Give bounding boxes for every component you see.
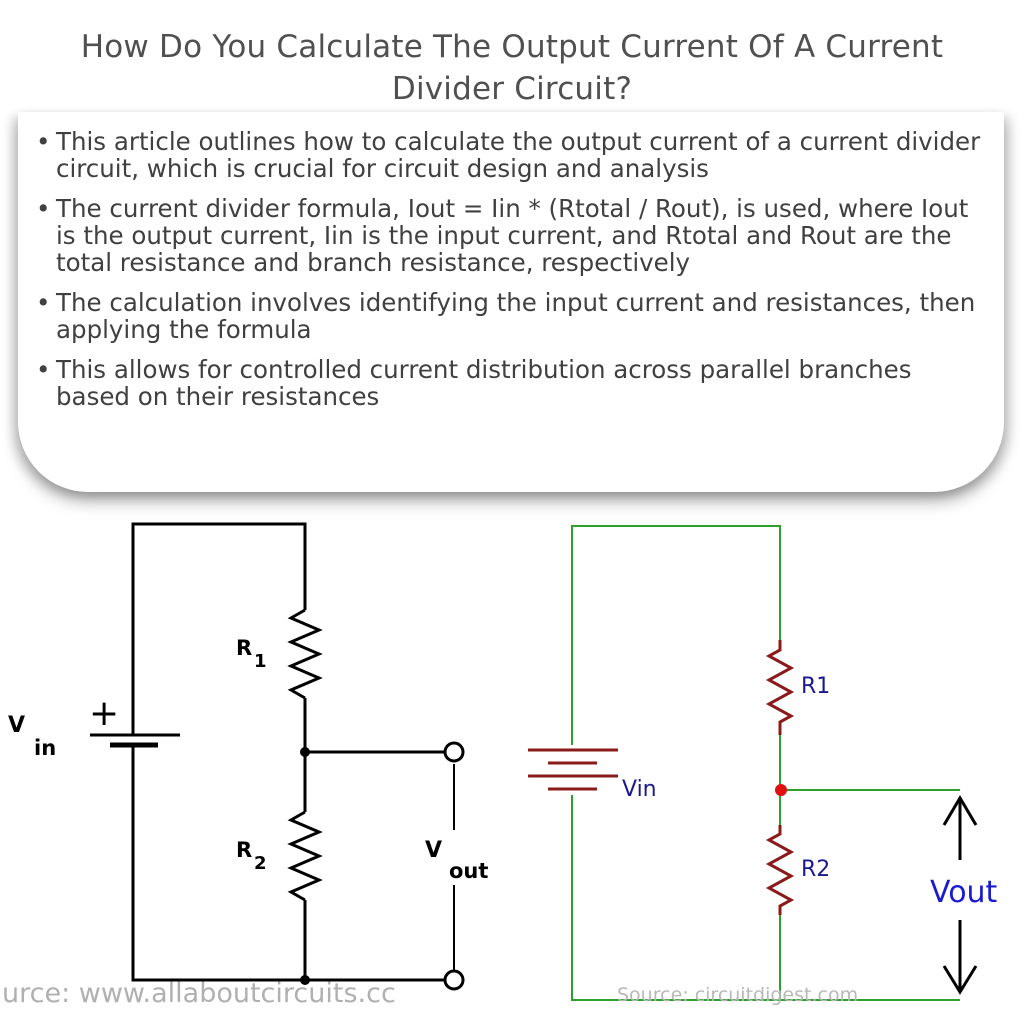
left-vout-label: V <box>425 838 442 863</box>
left-vout-subscript: out <box>449 859 488 883</box>
left-terminal-top <box>443 741 465 763</box>
left-r1-subscript: 1 <box>254 651 267 672</box>
right-vout-label: Vout <box>930 875 998 910</box>
title-line-1: How Do You Calculate The Output Current … <box>80 29 944 65</box>
bullet-marker: • <box>36 127 51 156</box>
left-vin-subscript: in <box>34 736 56 760</box>
vout-arrow-down-head <box>942 965 978 995</box>
right-node-dot <box>775 784 787 796</box>
bullet-marker: • <box>36 355 51 384</box>
bullet-item: •This article outlines how to calculate … <box>34 128 984 182</box>
title-line-2: Divider Circuit? <box>391 71 633 107</box>
right-resistor-r2 <box>765 825 795 915</box>
left-wire-top <box>131 522 307 735</box>
summary-card <box>18 112 1004 492</box>
right-r1-label: R1 <box>801 674 830 699</box>
right-circuit <box>528 525 978 1001</box>
bullet-list: •This article outlines how to calculate … <box>34 128 984 423</box>
bullet-marker: • <box>36 194 51 223</box>
left-plus-sign: + <box>89 693 119 734</box>
left-resistor-r1 <box>287 608 323 700</box>
page-title: How Do You Calculate The Output Current … <box>0 26 1024 110</box>
left-bottom-node-dot <box>300 975 310 985</box>
left-node-dot <box>300 747 310 757</box>
circuit-diagrams: + V in R 1 R 2 V out urce: www.allaboutc… <box>2 522 998 1009</box>
left-source-credit: urce: www.allaboutcircuits.cc <box>2 978 396 1009</box>
bullet-item: •The current divider formula, Iout = Iin… <box>34 195 984 276</box>
right-vin-label: Vin <box>622 777 657 802</box>
right-resistor-r1 <box>765 640 795 735</box>
left-circuit <box>90 522 455 982</box>
left-resistor-r2 <box>287 810 323 902</box>
right-source-credit: Source: circuitdigest.com <box>617 984 858 1006</box>
left-r1-label: R <box>236 636 252 660</box>
bullet-text: The current divider formula, Iout = Iin … <box>56 194 969 277</box>
bullet-text: This article outlines how to calculate t… <box>56 127 981 183</box>
right-r2-label: R2 <box>801 857 830 882</box>
bullet-text: The calculation involves identifying the… <box>56 288 976 344</box>
left-vin-label: V <box>8 713 25 738</box>
right-wire-left-bottom <box>571 795 960 1001</box>
left-wire-bottom <box>131 745 305 982</box>
bullet-marker: • <box>36 288 51 317</box>
right-wire-left-top <box>571 525 781 745</box>
bullet-text: This allows for controlled current distr… <box>56 355 912 411</box>
vout-arrow-up-head <box>942 795 978 826</box>
left-r2-subscript: 2 <box>254 853 267 874</box>
left-terminal-bottom <box>443 969 465 991</box>
bullet-item: •This allows for controlled current dist… <box>34 356 984 410</box>
bullet-item: •The calculation involves identifying th… <box>34 289 984 343</box>
left-r2-label: R <box>236 838 252 862</box>
